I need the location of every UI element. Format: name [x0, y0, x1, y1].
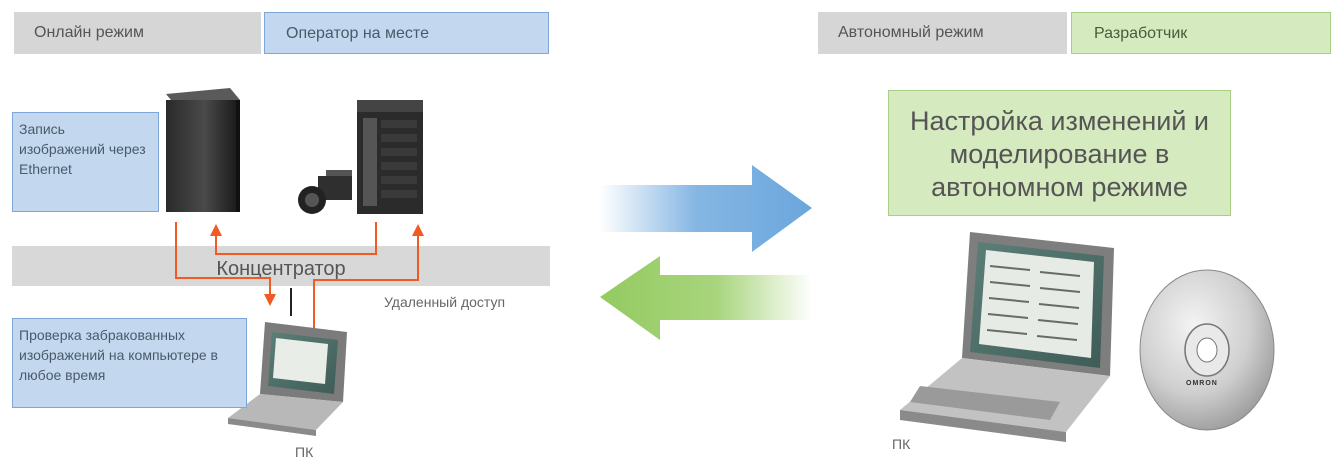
hub-label: Концентратор [216, 258, 346, 280]
online-mode-label: Онлайн режим [34, 24, 144, 41]
download-arrow [600, 256, 812, 340]
pc-label-left: ПК [295, 444, 314, 460]
controller-icon [357, 100, 423, 214]
remote-access-label: Удаленный доступ [384, 294, 506, 310]
ethernet-note: Запись изображений через Ethernet [12, 112, 159, 212]
camera-icon [298, 170, 352, 214]
offline-mode-label: Автономный режим [838, 24, 984, 41]
offline-mode-tag: Автономный режим [818, 12, 1067, 54]
laptop-small-icon [228, 322, 347, 436]
developer-label: Разработчик [1094, 25, 1188, 42]
operator-label: Оператор на месте [286, 25, 429, 42]
reject-check-note: Проверка забракованных изображений на ко… [12, 318, 247, 408]
network-connectors [175, 222, 419, 350]
reject-check-note-text: Проверка забракованных изображений на ко… [19, 327, 218, 383]
developer-tag: Разработчик [1071, 12, 1331, 54]
hub-bar: Концентратор [12, 246, 550, 286]
upload-arrow [600, 165, 812, 252]
offline-settings-box: Настройка изменений и моделирование в ав… [888, 90, 1231, 216]
cd-icon [1139, 269, 1275, 431]
laptop-large-icon [900, 232, 1114, 442]
pc-label-right: ПК [892, 436, 911, 452]
offline-settings-text: Настройка изменений и моделирование в ав… [909, 106, 1210, 202]
operator-tag: Оператор на месте [264, 12, 549, 54]
server-icon [166, 88, 240, 212]
online-mode-tag: Онлайн режим [14, 12, 261, 54]
ethernet-note-text: Запись изображений через Ethernet [19, 121, 146, 177]
cd-brand: OMRON [1186, 380, 1218, 387]
